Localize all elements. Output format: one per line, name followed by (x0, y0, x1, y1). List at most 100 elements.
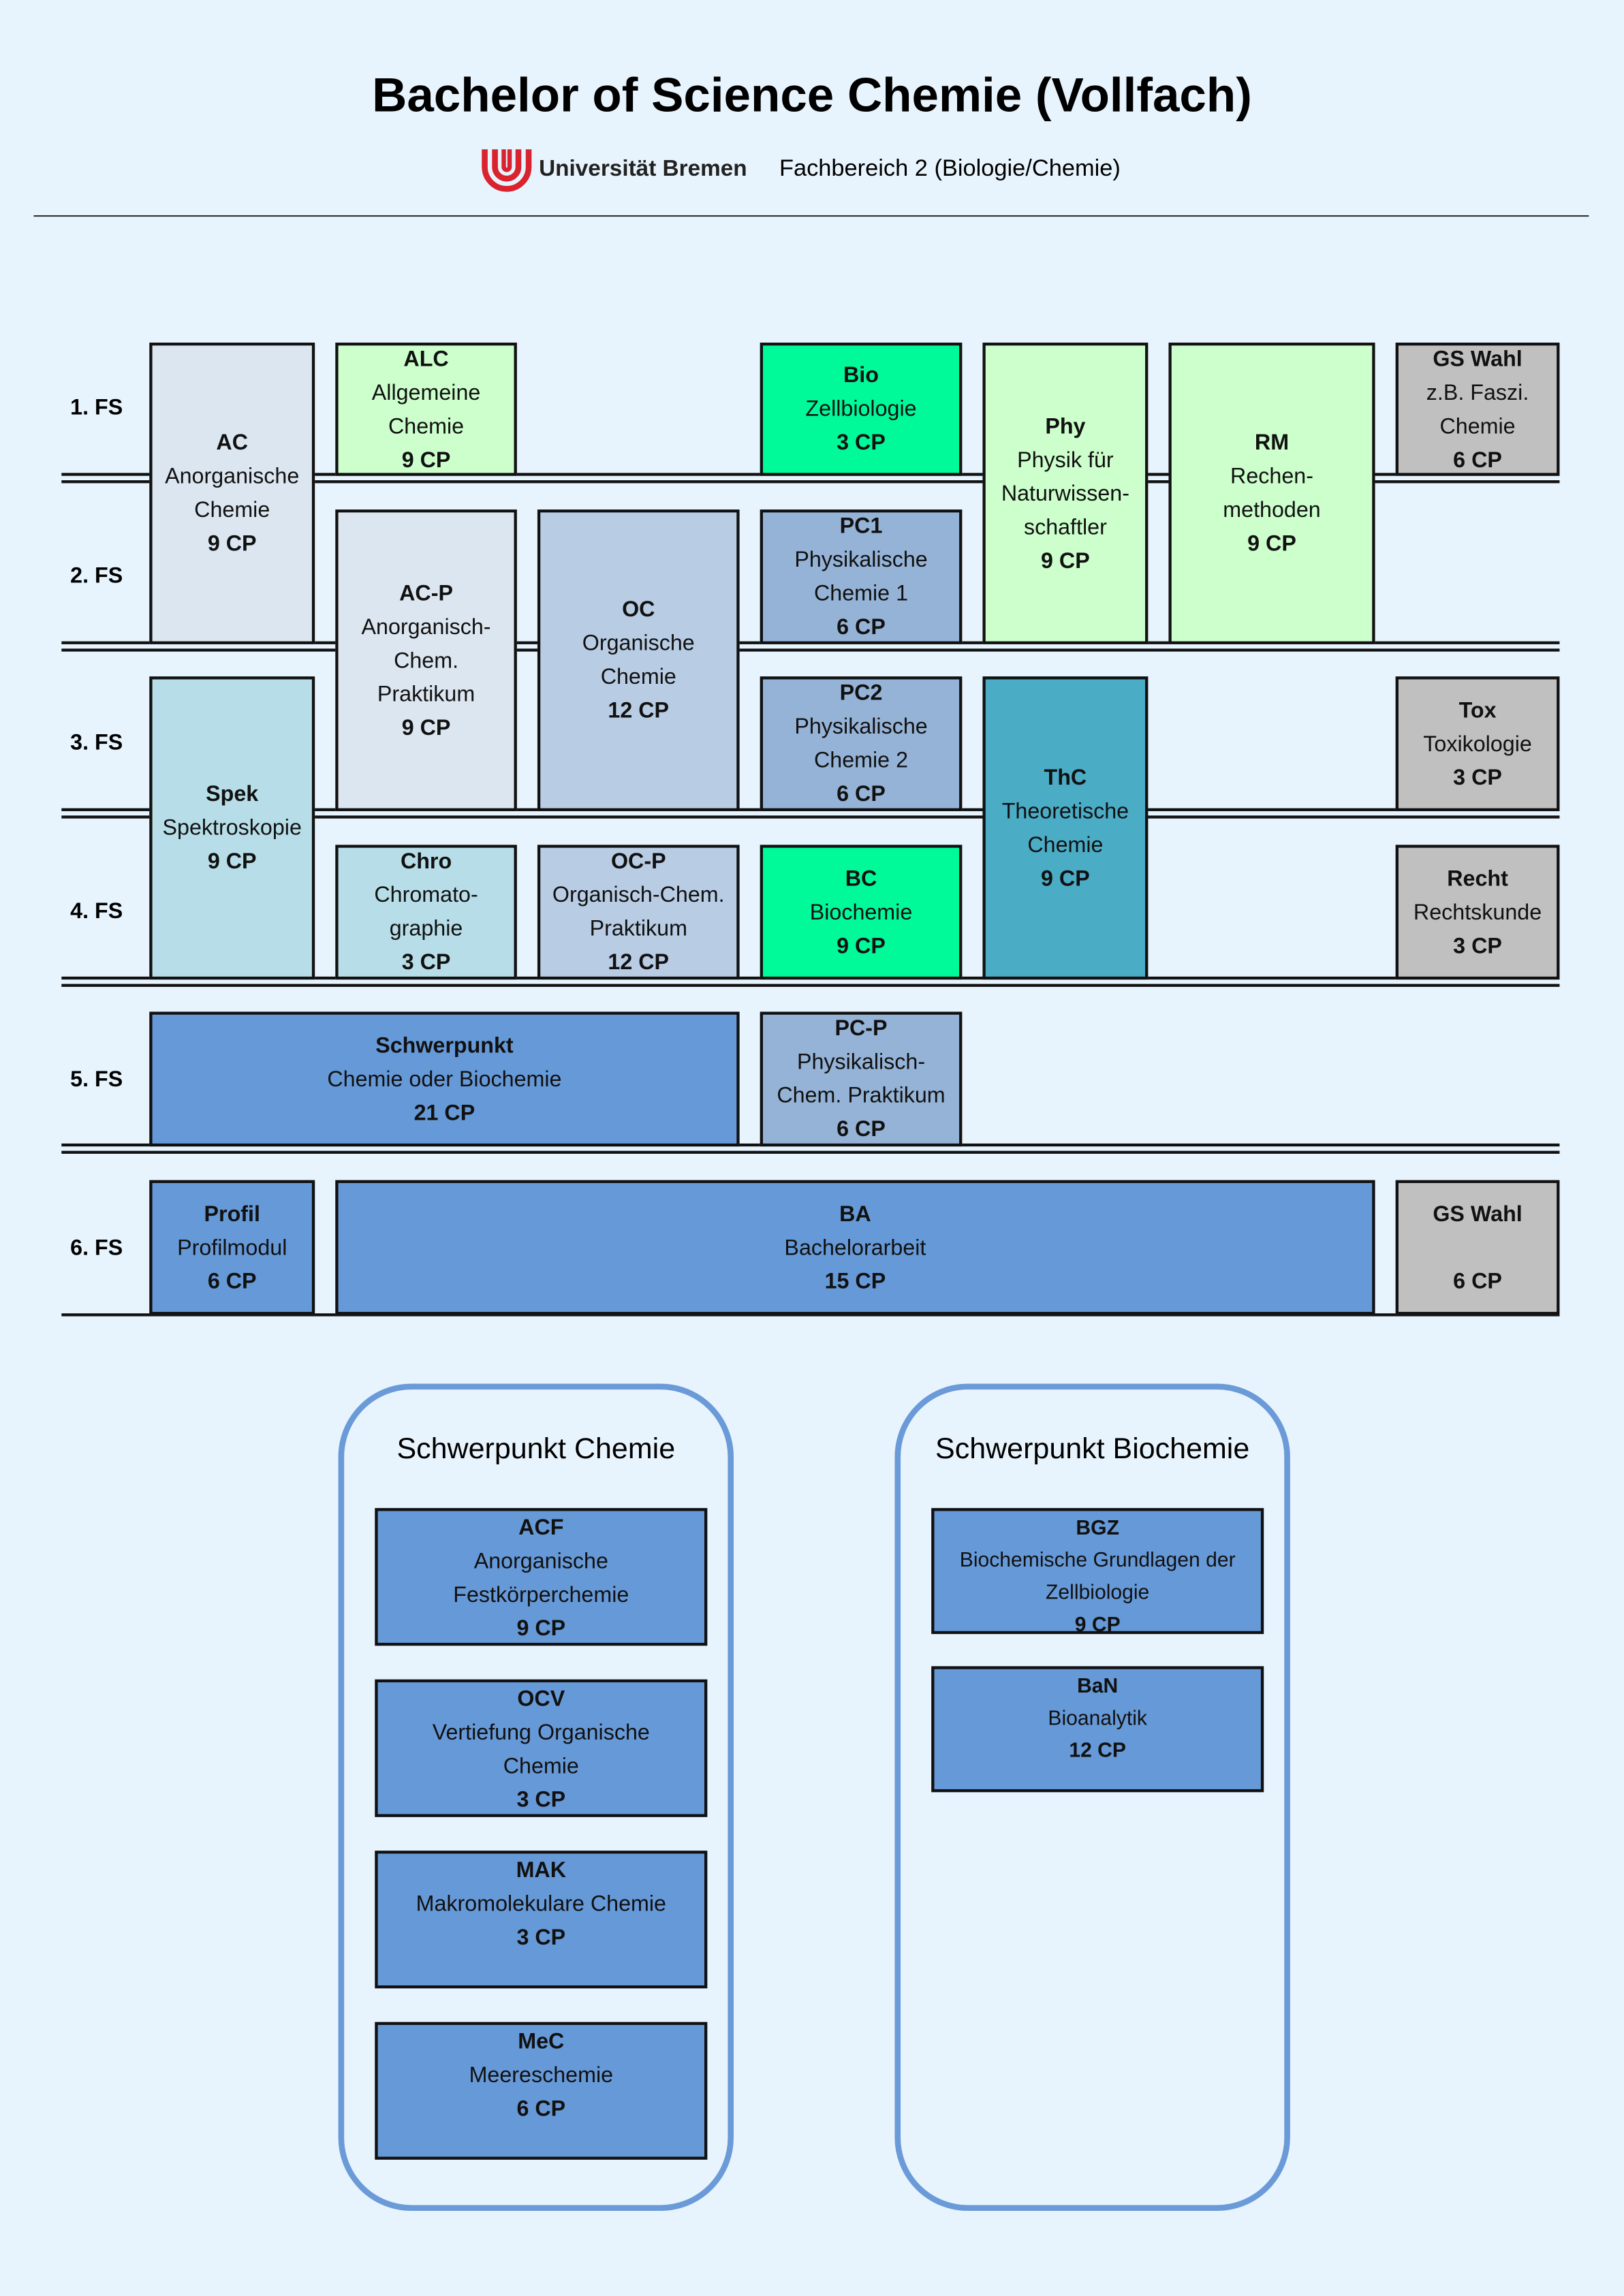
focus-panel-chemie: Schwerpunkt Chemie (338, 1383, 734, 2212)
module-code: Tox (1458, 697, 1497, 723)
focus-panel-title: Schwerpunkt Biochemie (935, 1433, 1250, 1466)
module-code: MeC (518, 2029, 565, 2055)
module-name: methoden (1223, 497, 1321, 523)
header-divider (33, 215, 1589, 217)
module-code: OC (622, 597, 655, 623)
module-name: Organische (582, 631, 695, 657)
module-code: PC1 (839, 514, 883, 539)
module-code: OC-P (610, 849, 666, 875)
module-credits: 3 CP (1453, 933, 1502, 958)
module-credits: 6 CP (516, 2096, 566, 2122)
module-credits: 3 CP (516, 1925, 566, 1951)
module-name: schaftler (1023, 514, 1107, 540)
module-code: GS Wahl (1433, 1201, 1522, 1227)
module-credits: 6 CP (1453, 1268, 1502, 1294)
university-logo: Universität Bremen (480, 146, 747, 193)
module-code: Schwerpunkt (375, 1033, 514, 1058)
semester-label: 3. FS (70, 730, 123, 756)
module-name: graphie (389, 916, 463, 942)
module-credits: 3 CP (837, 430, 886, 456)
module-code: Phy (1045, 413, 1086, 439)
module-credits: 9 CP (1041, 548, 1090, 573)
module-code: RM (1254, 430, 1290, 456)
module-name: Toxikologie (1423, 731, 1532, 757)
module-credits: 3 CP (1453, 765, 1502, 790)
module-credits: 9 CP (401, 447, 451, 473)
module-code: Chro (400, 849, 452, 875)
module-name: Zellbiologie (1046, 1579, 1150, 1603)
module-credits: 9 CP (207, 531, 257, 556)
module-name: Spektroskopie (162, 815, 302, 840)
module-credits: 15 CP (824, 1268, 886, 1294)
header-subline: Universität Bremen Fachbereich 2 (Biolog… (480, 146, 1121, 193)
module-name: Organisch-Chem. (552, 883, 725, 908)
semester-label: 1. FS (70, 395, 123, 420)
module-name: Biochemie (809, 899, 913, 925)
module-code: AC (216, 430, 249, 456)
module-name: Profilmodul (177, 1235, 287, 1260)
module-name: Makromolekulare Chemie (416, 1891, 667, 1917)
module-ba[interactable]: BA Bachelorarbeit 15 CP (335, 1180, 1375, 1315)
module-name: Chemie 2 (813, 748, 909, 774)
module-name: Physik für (1017, 447, 1114, 473)
module-credits: 9 CP (1074, 1611, 1121, 1636)
semester-label: 4. FS (70, 898, 123, 924)
module-name: Rechtskunde (1413, 899, 1542, 925)
module-name: Praktikum (377, 681, 475, 707)
module-name: Biochemische Grundlagen der (959, 1547, 1236, 1571)
module-name: Physikalisch- (796, 1050, 926, 1075)
module-credits: 9 CP (401, 715, 451, 740)
module-credits: 6 CP (207, 1268, 257, 1294)
module-code: ACF (518, 1515, 564, 1541)
module-credits: 3 CP (516, 1787, 566, 1813)
module-name: Chemie (1027, 832, 1104, 858)
module-name: Bioanalytik (1048, 1705, 1147, 1729)
module-name: Theoretische (1001, 798, 1129, 824)
university-name: Universität Bremen (539, 157, 747, 182)
module-name: Festkörperchemie (453, 1582, 629, 1608)
module-credits: 9 CP (837, 933, 886, 958)
module-ac-p[interactable]: AC-P Anorganisch- Chem. Praktikum 9 CP (335, 509, 517, 811)
semester-label: 6. FS (70, 1236, 123, 1261)
module-name: Praktikum (589, 916, 687, 942)
module-name: Anorganisch- (361, 614, 491, 640)
module-credits: 12 CP (608, 698, 670, 723)
module-gs-wahl[interactable]: GS Wahl 6 CP (1395, 1180, 1560, 1315)
module-name: Anorganische (473, 1549, 608, 1574)
module-code: AC-P (399, 580, 453, 606)
module-code: BA (839, 1201, 871, 1227)
module-credits: 6 CP (1453, 447, 1502, 473)
module-credits: 21 CP (413, 1100, 475, 1126)
focus-panel-title: Schwerpunkt Chemie (396, 1433, 676, 1466)
module-code: ALC (403, 346, 449, 371)
module-credits: 9 CP (1247, 531, 1296, 556)
module-credits: 12 CP (1069, 1737, 1127, 1762)
module-name: Chem. (394, 648, 459, 673)
module-name: Bachelorarbeit (784, 1235, 926, 1260)
